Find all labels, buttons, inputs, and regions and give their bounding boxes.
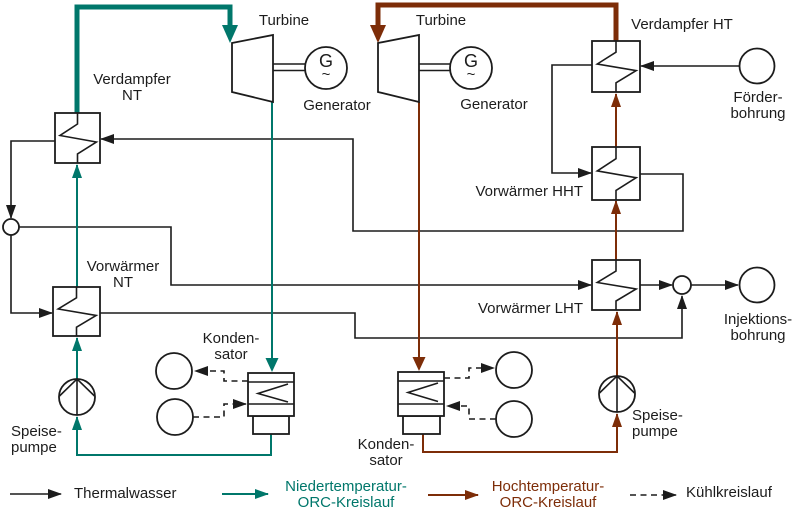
- turbine-ht-label: Turbine: [415, 12, 467, 29]
- vorwaermer-hht: [591, 146, 641, 201]
- cooling-water-in-ht-circle: [495, 400, 533, 438]
- foerderbohrung-circle: [738, 47, 776, 85]
- mixing-node: [672, 275, 692, 295]
- pipe-verdampfer-nt-to-junction: [6, 140, 55, 219]
- generator-nt-symbol: G: [318, 51, 333, 71]
- heat-exchanger-icon: [595, 260, 639, 310]
- pipe-junction-to-vorwaermer-lht: [19, 226, 592, 290]
- nt-exhaust-arrow: [265, 358, 279, 372]
- vorwaermer-lht: [591, 259, 641, 311]
- shaft-icon: [273, 63, 305, 72]
- nt-vapor-arrow: [222, 25, 238, 43]
- pump-impeller-icon: [598, 375, 636, 412]
- kondensator-nt-box: [247, 372, 295, 417]
- kondensator-ht: [397, 371, 445, 435]
- speisepumpe-nt: [58, 378, 96, 416]
- cooling-water-out-ht-circle: [495, 351, 533, 389]
- condenser-coil-icon: [248, 381, 294, 405]
- legend-kuehlkreislauf-label: Kühlkreislauf: [686, 484, 772, 501]
- shaft-icon: [419, 63, 450, 72]
- verdampfer-nt: [54, 112, 101, 164]
- generator-nt-ac-icon: ~: [321, 66, 331, 83]
- kondensator-nt: [247, 372, 295, 435]
- legend-ht-orc-label: Hochtemperatur- ORC-Kreislauf: [491, 478, 605, 511]
- cooling-circuit-piping: [193, 363, 496, 420]
- turbine-nt-label: Turbine: [258, 12, 310, 29]
- heat-exchanger-icon: [595, 147, 639, 200]
- speisepumpe-nt-label: Speise- pumpe: [11, 423, 62, 456]
- nt-orc-piping: [72, 4, 279, 456]
- generator-nt-label: Generator: [303, 97, 371, 114]
- legend-symbols: [10, 489, 677, 500]
- turbine-nt: [231, 33, 348, 104]
- generator-circle: [449, 46, 493, 90]
- condenser-coil-icon: [398, 380, 444, 405]
- pipe-nt-vapor-to-turbine: [74, 4, 233, 113]
- pump-impeller-icon: [58, 378, 96, 415]
- kondensator-nt-hotwell: [252, 415, 290, 435]
- kondensator-ht-box: [397, 371, 445, 417]
- verdampfer-ht: [591, 40, 641, 93]
- ht-vapor-arrow: [370, 25, 386, 43]
- vorwaermer-nt: [52, 286, 101, 337]
- speisepumpe-ht-label: Speise- pumpe: [632, 407, 683, 440]
- legend-nt-orc-label: Niedertemperatur- ORC-Kreislauf: [285, 478, 407, 511]
- heat-exchanger-icon: [55, 287, 99, 336]
- injektionsbohrung-circle: [738, 266, 776, 304]
- pipe-nt-cooling-out: [194, 366, 248, 382]
- kondensator-ht-label: Konden- sator: [357, 436, 415, 469]
- generator-ht-ac-icon: ~: [466, 66, 476, 83]
- pipe-vorwaermer-nt-to-mixpoint: [100, 295, 687, 339]
- turbine-icon: [231, 33, 274, 104]
- junction-node: [2, 218, 20, 236]
- generator-ht-label: Generator: [460, 96, 528, 113]
- generator-ht-symbol: G: [463, 51, 478, 71]
- turbine-icon: [377, 33, 420, 104]
- pipe-verdampfer-ht-to-vorwaermer-hht: [551, 64, 592, 178]
- pipe-nt-cooling-in: [193, 399, 247, 418]
- thermal-water-piping: [6, 61, 739, 339]
- heat-exchanger-icon: [595, 41, 639, 92]
- vorwaermer-lht-label: Vorwärmer LHT: [477, 300, 583, 317]
- foerderbohrung-label: Förder- bohrung: [730, 89, 786, 122]
- vorwaermer-nt-label: Vorwärmer NT: [86, 258, 160, 291]
- pipe-ht-condensate-to-pump: [422, 413, 622, 453]
- kondensator-ht-hotwell: [402, 415, 441, 435]
- legend-thermalwasser-label: Thermalwasser: [74, 485, 177, 502]
- ht-exhaust-arrow: [412, 357, 426, 371]
- pipe-ht-cooling-in: [446, 401, 496, 420]
- ht-orc-piping: [370, 2, 622, 453]
- pipe-nt-condensate-to-pump: [72, 416, 272, 456]
- generator-circle: [304, 46, 348, 90]
- heat-exchanger-icon: [57, 113, 99, 163]
- pipe-junction-to-vorwaermer-nt: [10, 235, 53, 318]
- turbine-ht: [377, 33, 493, 104]
- vorwaermer-hht-label: Vorwärmer HHT: [475, 183, 583, 200]
- injektionsbohrung-label: Injektions- bohrung: [723, 311, 793, 344]
- cooling-water-in-nt-circle: [156, 398, 194, 436]
- pipe-ht-cooling-out: [444, 363, 495, 379]
- pipe-ht-vapor-to-turbine: [375, 2, 619, 41]
- pipe-vorwaermer-hht-to-verdampfer-nt: [100, 134, 684, 232]
- cooling-water-out-nt-circle: [155, 352, 193, 390]
- speisepumpe-ht: [598, 375, 636, 413]
- verdampfer-ht-label: Verdampfer HT: [631, 16, 733, 33]
- verdampfer-nt-label: Verdampfer NT: [93, 71, 171, 104]
- kondensator-nt-label: Konden- sator: [202, 330, 260, 363]
